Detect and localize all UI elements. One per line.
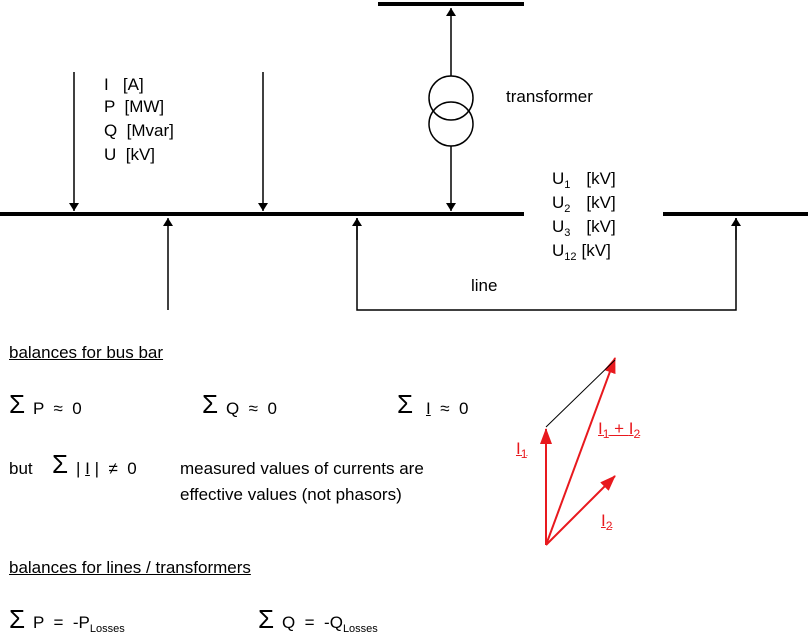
quantity-current: I [A] — [104, 75, 144, 94]
balance-i: I ≈ 0 — [426, 399, 469, 418]
quantity-active-power: P [MW] — [104, 97, 165, 116]
note-line-2: effective values (not phasors) — [180, 485, 402, 504]
sum-icon: Σ — [397, 389, 414, 419]
sum-icon: Σ — [258, 604, 275, 634]
lines-heading: balances for lines / transformers — [9, 558, 251, 577]
busbar-heading: balances for bus bar — [9, 343, 164, 362]
voltage-u2: U2[kV] — [552, 193, 616, 215]
phasor-i2-label: I2 — [601, 511, 613, 533]
sum-icon: Σ — [52, 449, 69, 479]
phasor-helper-line — [545, 359, 616, 428]
but-label: but — [9, 459, 33, 478]
balance-abs-i: | I | ≠ 0 — [76, 459, 137, 478]
phasor-i2-arrow — [545, 475, 616, 546]
note-line-1: measured values of currents are — [180, 459, 424, 478]
balance-p: P ≈ 0 — [33, 399, 82, 418]
transformer-label: transformer — [506, 87, 593, 106]
voltage-u3: U3[kV] — [552, 217, 616, 239]
voltage-u12: U12[kV] — [552, 241, 611, 263]
sum-icon: Σ — [202, 389, 219, 419]
phasor-sum-label: I1 + I2 — [598, 419, 641, 441]
quantity-reactive-power: Q [Mvar] — [104, 121, 174, 140]
transformer-coil-lower — [428, 101, 474, 147]
line-connection — [356, 218, 737, 311]
sum-icon: Σ — [9, 604, 26, 634]
phasor-i1-label: I1 — [516, 439, 528, 461]
balance-q-losses: Q = -QLosses — [282, 613, 378, 635]
quantity-voltage: U [kV] — [104, 145, 156, 164]
line-label: line — [471, 276, 498, 295]
balance-q: Q ≈ 0 — [226, 399, 277, 418]
phasor-sum-arrow — [545, 357, 616, 546]
transformer-coil-upper — [428, 75, 474, 121]
voltage-u1: U1[kV] — [552, 169, 616, 191]
balance-p-losses: P = -PLosses — [33, 613, 125, 635]
sum-icon: Σ — [9, 389, 26, 419]
